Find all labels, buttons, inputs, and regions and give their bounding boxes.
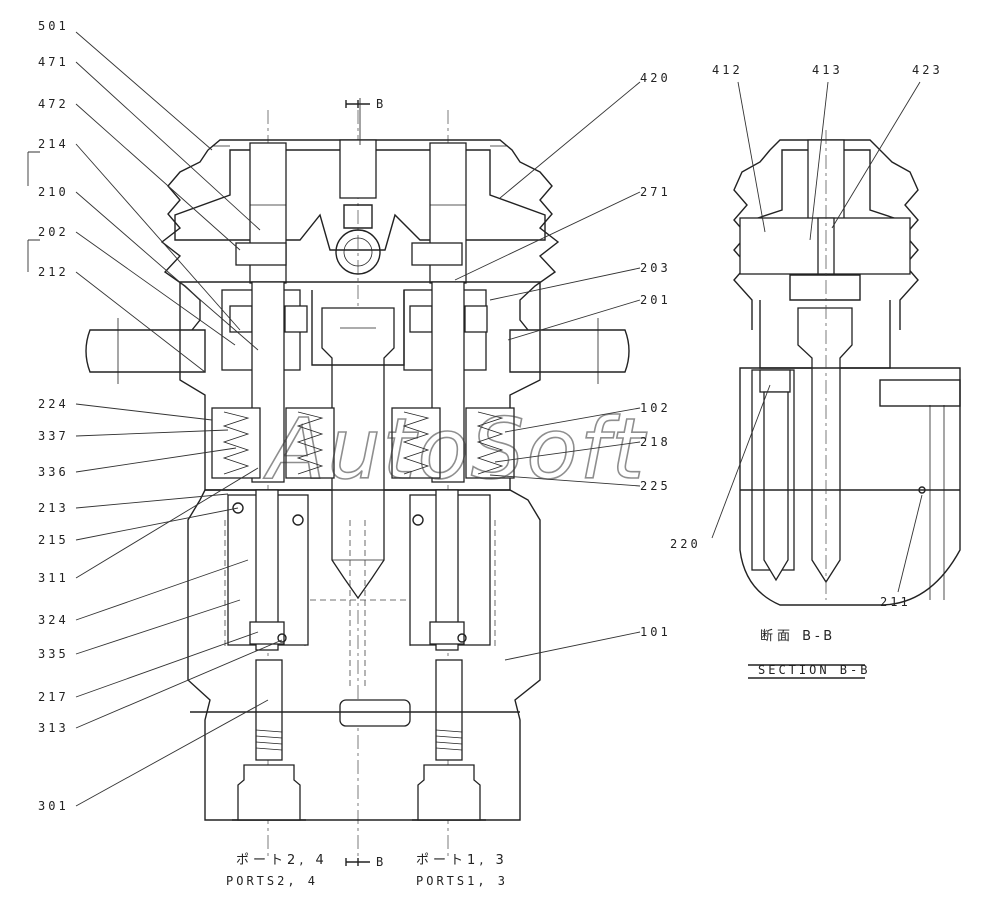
part-label-102: 102 xyxy=(640,401,671,415)
caption-section-jp: 断面 B-B xyxy=(760,629,836,644)
part-label-472: 472 xyxy=(38,97,69,111)
part-label-212: 212 xyxy=(38,265,69,279)
part-label-217: 217 xyxy=(38,690,69,704)
part-label-412: 412 xyxy=(712,63,743,77)
part-label-301: 301 xyxy=(38,799,69,813)
part-label-311: 311 xyxy=(38,571,69,585)
part-label-423: 423 xyxy=(912,63,943,77)
caption-ports-2-4-en: PORTS2, 4 xyxy=(226,874,318,888)
part-label-220: 220 xyxy=(670,537,701,551)
center-rod-head xyxy=(339,139,377,199)
port-fitting-right xyxy=(417,764,481,821)
part-label-225: 225 xyxy=(640,479,671,493)
section-marker-top: B xyxy=(376,97,386,111)
part-labels-right: 420 271 203 201 102 218 225 101 xyxy=(640,71,671,639)
part-label-271: 271 xyxy=(640,185,671,199)
part-label-213: 213 xyxy=(38,501,69,515)
part-label-210: 210 xyxy=(38,185,69,199)
part-label-336: 336 xyxy=(38,465,69,479)
section-body xyxy=(739,367,961,606)
universal-joint xyxy=(335,229,381,275)
part-label-335: 335 xyxy=(38,647,69,661)
main-cross-section xyxy=(85,100,630,866)
part-label-420: 420 xyxy=(640,71,671,85)
cam-plate xyxy=(174,149,546,251)
section-bb-view xyxy=(733,130,961,606)
part-label-224: 224 xyxy=(38,397,69,411)
part-label-324: 324 xyxy=(38,613,69,627)
part-label-211: 211 xyxy=(880,595,911,609)
captions: ポート2, 4 PORTS2, 4 ポート1, 3 PORTS1, 3 断面 B… xyxy=(226,629,870,888)
valve-body xyxy=(187,489,541,821)
caption-section-en: SECTION B-B xyxy=(758,663,870,677)
part-labels-left: 501 471 472 214 210 202 212 224 337 336 … xyxy=(38,19,69,813)
leader-lines xyxy=(27,31,923,807)
part-label-337: 337 xyxy=(38,429,69,443)
caption-ports-1-3-en: PORTS1, 3 xyxy=(416,874,508,888)
part-label-201: 201 xyxy=(640,293,671,307)
part-label-203: 203 xyxy=(640,261,671,275)
part-label-413: 413 xyxy=(812,63,843,77)
part-label-471: 471 xyxy=(38,55,69,69)
part-label-101: 101 xyxy=(640,625,671,639)
section-marker-bottom: B xyxy=(376,855,386,869)
part-label-215: 215 xyxy=(38,533,69,547)
autosoft-watermark: AutoSoft xyxy=(263,400,647,498)
part-label-214: 214 xyxy=(38,137,69,151)
part-label-501: 501 xyxy=(38,19,69,33)
caption-ports-1-3-jp: ポート1, 3 xyxy=(416,853,508,868)
part-label-218: 218 xyxy=(640,435,671,449)
part-labels-section: 412 413 423 220 211 xyxy=(670,63,943,609)
port-fitting-left xyxy=(237,764,301,821)
center-plug xyxy=(321,307,395,600)
part-label-313: 313 xyxy=(38,721,69,735)
part-label-202: 202 xyxy=(38,225,69,239)
caption-ports-2-4-jp: ポート2, 4 xyxy=(236,853,328,868)
mounting-flange xyxy=(85,329,630,373)
